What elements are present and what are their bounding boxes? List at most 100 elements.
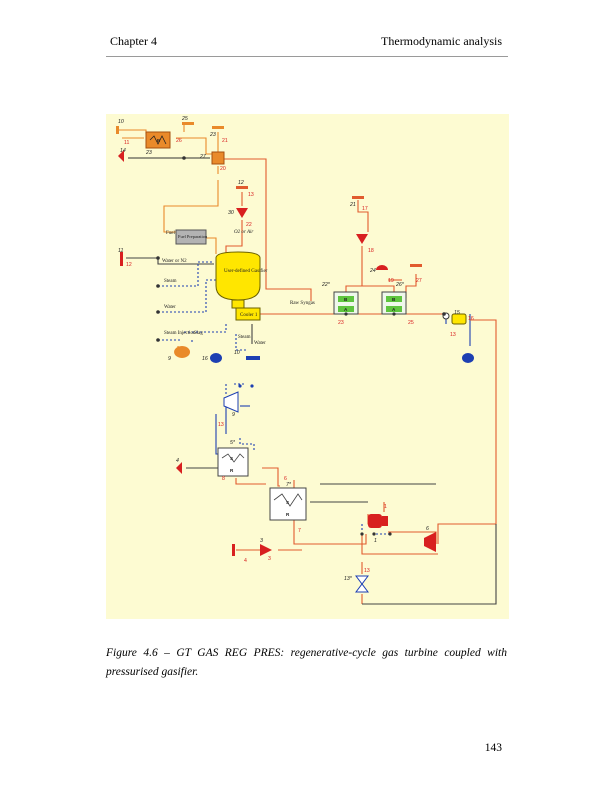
label-water-out: Water	[254, 341, 266, 346]
splitter-21	[356, 234, 368, 244]
hx-letter-r1: R	[230, 468, 234, 473]
gas-turbine-6	[424, 532, 436, 552]
label-stream-13c: 13	[450, 332, 456, 338]
label-stream-13: 13	[248, 192, 254, 198]
hx-letter-s1: S	[230, 456, 233, 461]
label-stream-20: 20	[220, 166, 226, 172]
label-fuel: Fuel	[166, 231, 176, 236]
label-stream-11b: 11	[118, 248, 123, 254]
steam-turbine-3	[223, 384, 254, 413]
label-stream-21b: 21	[349, 202, 356, 208]
gasifier-vessel	[215, 251, 261, 309]
heater-coil-icon	[149, 135, 167, 145]
label-stream-27b: 27	[416, 278, 422, 284]
label-unit-6: 6	[426, 526, 429, 532]
hx-letter-r2: R	[286, 512, 290, 517]
label-stream-14: 14	[120, 148, 126, 154]
label-unit-1: 1	[374, 538, 377, 544]
label-stream-25: 25	[181, 116, 188, 122]
hx-letter-b1: B	[344, 297, 348, 302]
label-stream-27: 27	[199, 154, 207, 160]
heat-exchanger-7	[269, 487, 307, 521]
junction-dots	[156, 156, 446, 536]
label-hx-22: 22*	[321, 282, 331, 288]
combustor-1	[368, 514, 388, 528]
cooler-1-block	[235, 307, 261, 321]
label-stream-10: 10	[118, 119, 124, 125]
label-water-or-n2: Water or N2	[162, 259, 187, 264]
stream-labels: 10 11 25 26 23 14 23 27 21 20 12 13 30 2…	[118, 116, 474, 582]
label-hx-26: 26*	[395, 282, 405, 288]
label-stream-18: 18	[368, 248, 374, 254]
stream-sources	[116, 122, 422, 556]
label-stream-24: 24	[369, 268, 376, 274]
source-10	[116, 126, 119, 134]
label-stream-25c: 25	[408, 320, 414, 326]
label-stream-13e: 13	[364, 568, 370, 574]
heat-exchanger-26	[381, 291, 407, 315]
hx-letter-a1: A	[344, 307, 348, 312]
page-number: 143	[484, 742, 502, 754]
process-flow-diagram: 10 11 25 26 23 14 23 27 21 20 12 13 30 2…	[106, 114, 509, 619]
stream-sinks	[118, 150, 474, 474]
compressor-3	[260, 544, 272, 556]
label-hx-5: 5*	[230, 440, 236, 446]
label-raw-syngas: Raw Syngas	[290, 301, 315, 306]
fuel-preparation-block	[175, 229, 207, 245]
label-unit-3: 3	[260, 538, 263, 544]
diagram-canvas: 10 11 25 26 23 14 23 27 21 20 12 13 30 2…	[106, 114, 509, 619]
label-gasifier: User-defined Gasifier	[224, 269, 268, 274]
sink-9	[174, 346, 191, 358]
heat-exchanger-22	[333, 291, 359, 315]
sink-4	[176, 462, 182, 474]
label-unit-9: 9	[232, 412, 235, 418]
label-steam-in: Steam	[164, 279, 177, 284]
hx-letters: E B A B A S R S R	[157, 138, 396, 517]
sink-14	[118, 150, 124, 162]
label-fuel-preparation: Fuel Preparation	[178, 234, 208, 239]
label-stream-8: 8	[222, 476, 225, 482]
label-o2-or-air: O2 or Air	[234, 230, 253, 235]
label-stream-6: 6	[284, 476, 287, 482]
sink-24	[376, 265, 388, 270]
mixer-27	[211, 151, 225, 165]
unit-15	[451, 313, 467, 325]
label-stream-9: 9	[168, 356, 171, 362]
diagram-background	[106, 114, 509, 619]
label-stream-11: 11	[124, 140, 129, 146]
label-steam-injection: Steam Injection	[164, 331, 196, 336]
sink-17	[462, 353, 474, 363]
hx-letter-b2: B	[392, 297, 396, 302]
block-text-labels: Fuel Fuel Preparation O2 or Air Water or…	[162, 230, 315, 346]
label-stream-23b: 23	[145, 150, 152, 156]
label-stream-7: 7	[298, 528, 301, 534]
figure-caption: Figure 4.6 – GT GAS REG PRES: regenerati…	[106, 647, 507, 678]
running-header-section: Thermodynamic analysis	[381, 34, 502, 48]
hx-letter-s2: S	[286, 500, 289, 505]
label-stream-21: 21	[222, 138, 228, 144]
label-slag: Slag	[194, 331, 203, 336]
label-stream-3: 3	[268, 556, 271, 562]
splitter-30	[236, 208, 248, 218]
label-stream-23: 23	[209, 132, 216, 138]
label-stream-16: 16	[468, 316, 474, 322]
source-21	[352, 196, 364, 199]
label-stream-12b: 12	[126, 262, 132, 268]
label-stream-15: 15	[454, 310, 460, 316]
source-11	[120, 252, 123, 266]
label-stream-1: 1	[384, 504, 387, 510]
source-12	[236, 186, 248, 189]
source-25b	[410, 264, 422, 267]
running-header-chapter: Chapter 4	[110, 34, 157, 48]
label-stream-12: 12	[238, 180, 244, 186]
label-hx-7: 7*	[286, 482, 292, 488]
label-stream-16b: 16	[202, 356, 208, 362]
sink-water-10	[246, 356, 260, 360]
source-25	[182, 122, 194, 125]
heat-exchanger-5	[217, 447, 249, 477]
label-stream-10b: 10	[234, 350, 240, 356]
heater-26	[145, 131, 171, 149]
source-4	[232, 544, 235, 556]
label-valve-13: 13*	[344, 576, 353, 582]
label-stream-19: 19	[388, 278, 394, 284]
